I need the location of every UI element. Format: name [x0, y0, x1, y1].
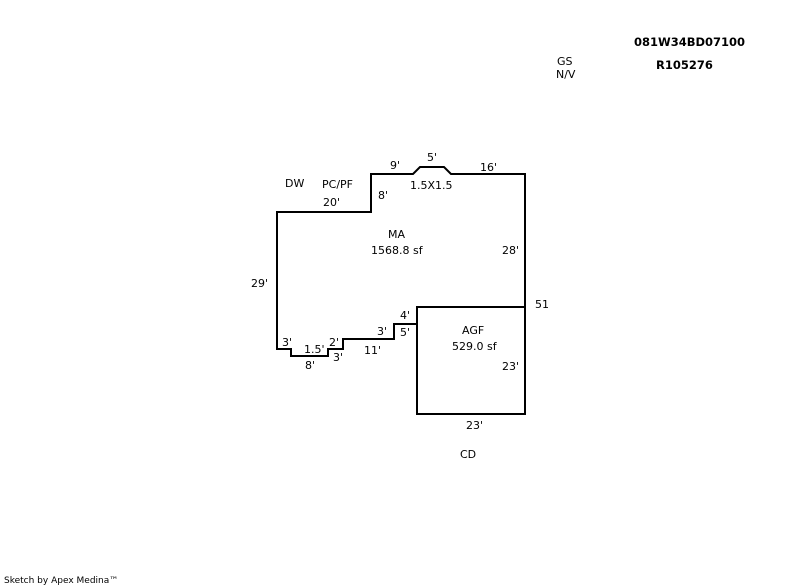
dim-4: 4': [400, 309, 410, 322]
dim-5-top: 5': [427, 151, 437, 164]
code-nv: N/V: [556, 68, 576, 81]
dim-2: 2': [329, 336, 339, 349]
label-dw: DW: [285, 177, 304, 190]
dim-11: 11': [364, 344, 381, 357]
dim-8-top: 8': [378, 189, 388, 202]
dim-9: 9': [390, 159, 400, 172]
dim-51: 51: [535, 298, 549, 311]
garage-name: AGF: [462, 324, 484, 337]
garage-area-size: 529.0 sf: [452, 340, 498, 353]
label-cd: CD: [460, 448, 476, 461]
garage-outline: [416, 306, 526, 415]
code-gs: GS: [557, 55, 573, 68]
dim-28: 28': [502, 244, 519, 257]
label-bump: 1.5X1.5: [410, 179, 453, 192]
dim-29: 29': [251, 277, 268, 290]
dim-3c: 3': [377, 325, 387, 338]
dim-8-bottom: 8': [305, 359, 315, 372]
footer-credit: Sketch by Apex Medina™: [4, 576, 118, 586]
dim-23-right: 23': [502, 360, 519, 373]
account-number: R105276: [656, 58, 713, 72]
main-area-size: 1568.8 sf: [371, 244, 424, 257]
dim-5-bottom: 5': [400, 326, 410, 339]
label-pcpf: PC/PF: [322, 178, 353, 191]
dim-20: 20': [323, 196, 340, 209]
dim-3b: 3': [333, 351, 343, 364]
parcel-id: 081W34BD07100: [634, 35, 745, 49]
dim-16: 16': [480, 161, 497, 174]
dim-1-5: 1.5': [304, 343, 325, 356]
dim-23-bottom: 23': [466, 419, 483, 432]
dim-3a: 3': [282, 336, 292, 349]
main-area-name: MA: [388, 228, 405, 241]
